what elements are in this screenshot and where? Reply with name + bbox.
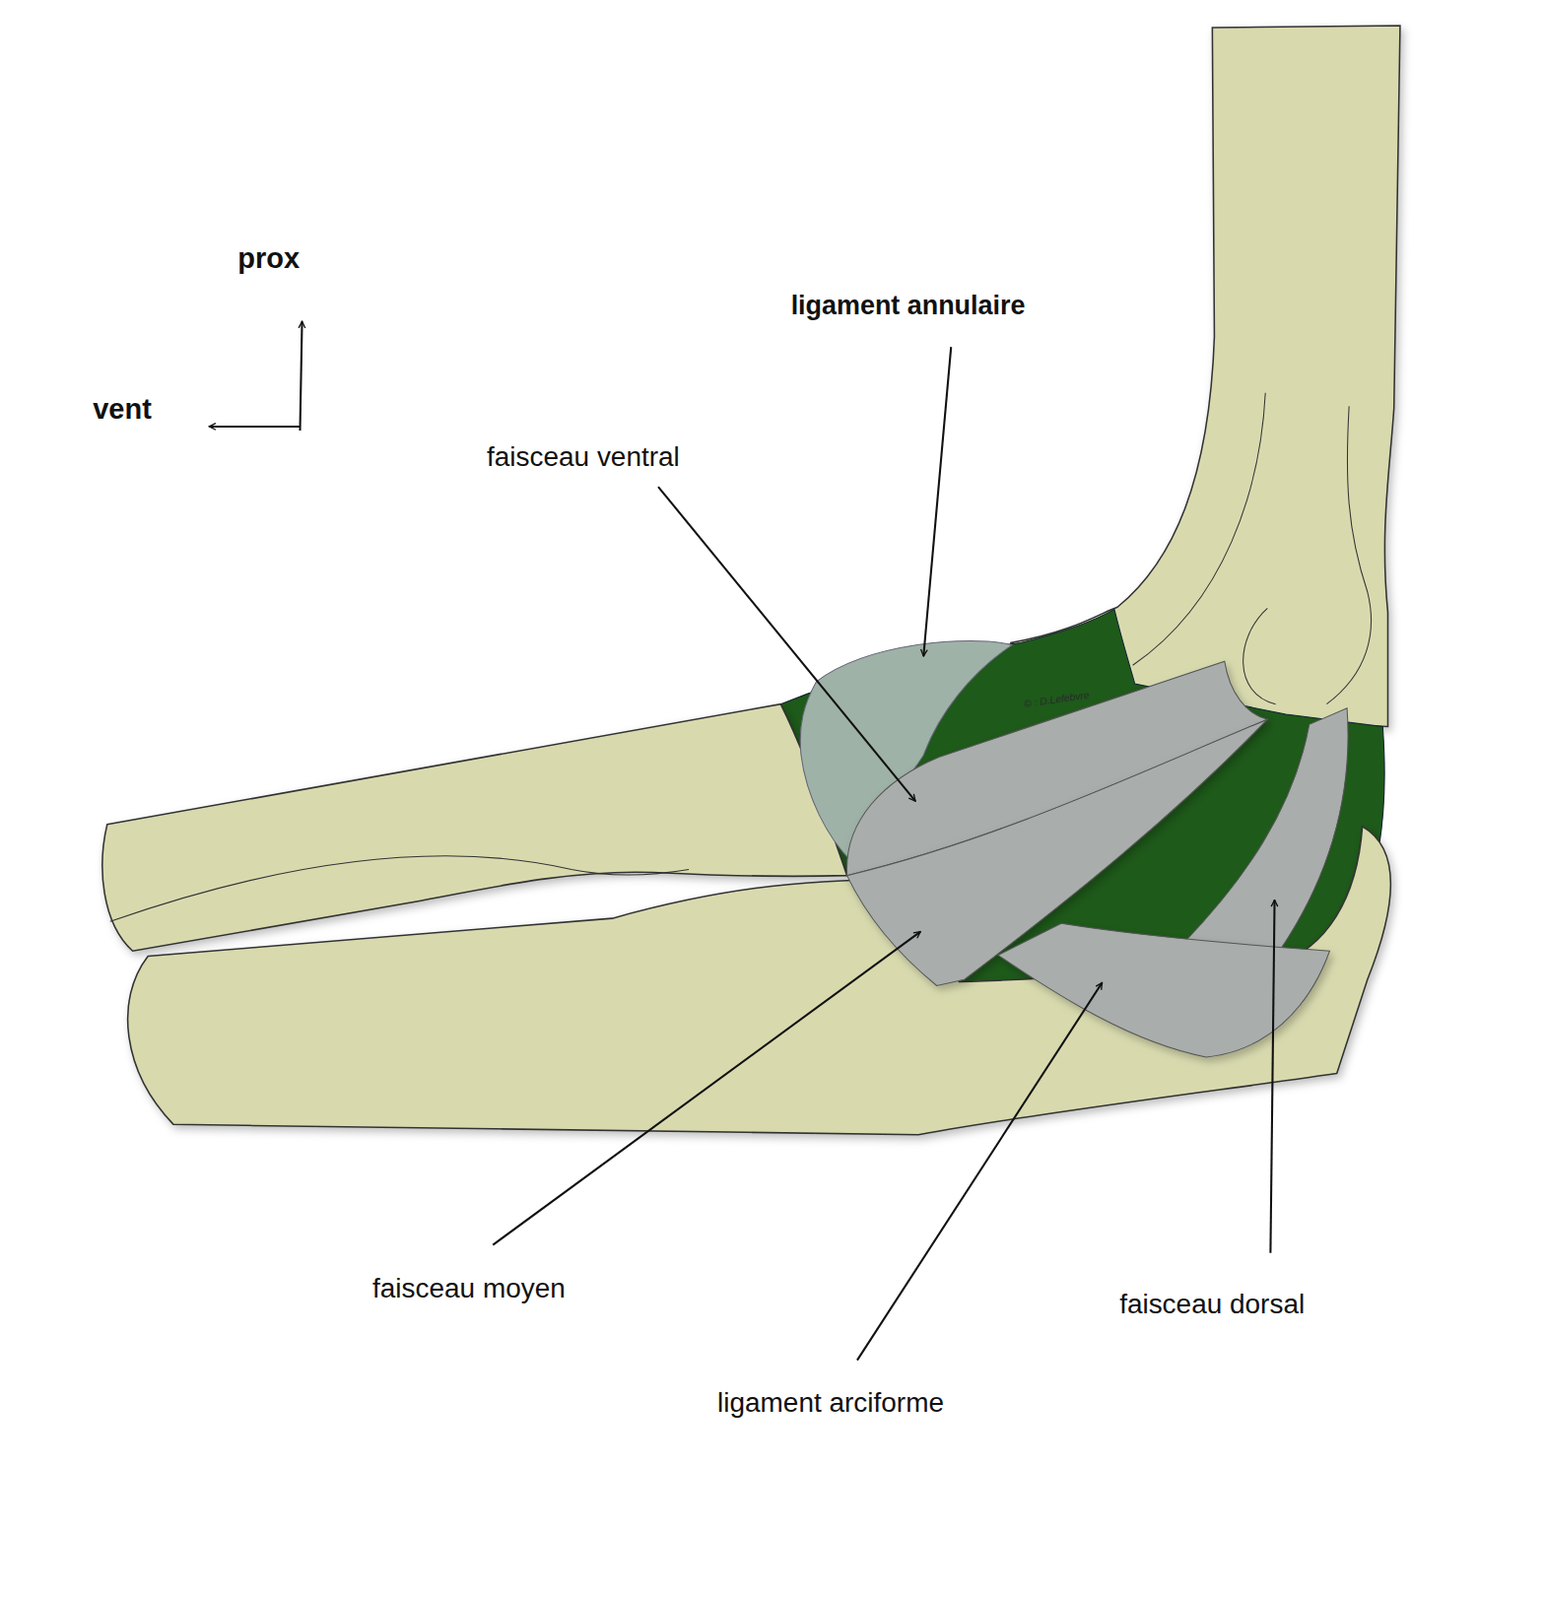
axis-arrow [299,321,302,431]
humerus-bone [1009,25,1401,728]
humerus-contour [1133,393,1267,667]
axis-label: prox [237,243,300,275]
leader-line [923,346,951,657]
watermark: © : D.Lefebvre [1022,689,1090,711]
part-label: faisceau dorsal [1119,1288,1305,1320]
part-label: faisceau moyen [372,1274,566,1305]
leader-line [658,486,916,802]
axis-arrow [208,425,300,428]
radius-contour [110,856,689,922]
condyle-contour [1243,607,1277,704]
part-label: faisceau ventral [486,442,680,473]
dorsal-bundle [1181,708,1348,949]
leader-line [492,932,921,1246]
humerus-contour [1326,405,1371,704]
part-label: ligament annulaire [791,291,1026,322]
axis-label: vent [92,394,152,426]
leader-line [857,982,1103,1360]
ulna-bone [128,826,1392,1136]
part-label: ligament arciforme [717,1388,944,1419]
arciform-ligament [998,923,1331,1058]
leader-line [1270,899,1275,1253]
